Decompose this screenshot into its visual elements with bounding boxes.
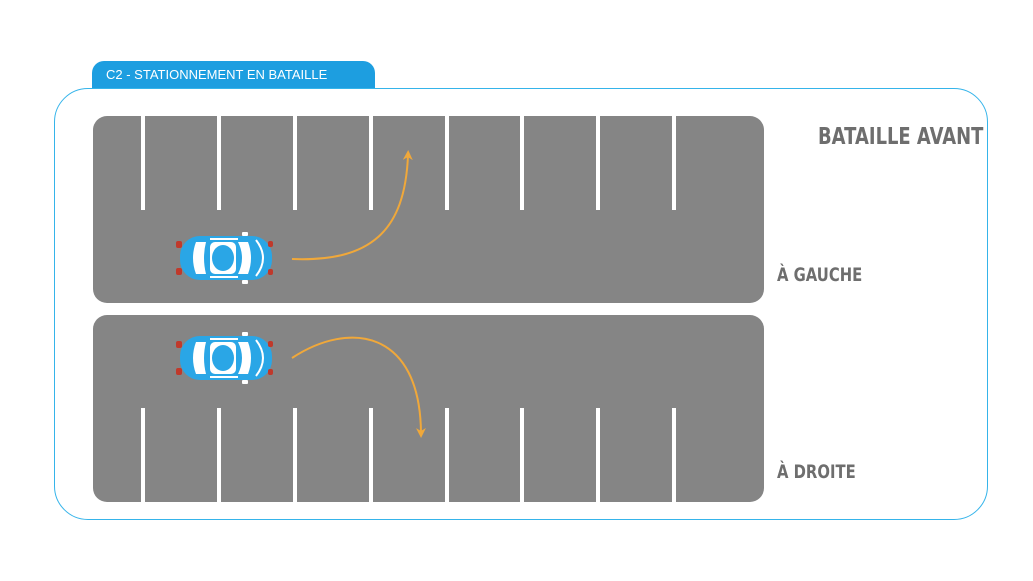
- path-arrow-right: [291, 336, 426, 438]
- diagram-title: BATAILLE AVANT: [818, 124, 984, 150]
- car-bottom: [175, 331, 274, 385]
- section-tab: C2 - STATIONNEMENT EN BATAILLE: [92, 61, 375, 88]
- car-top: [175, 231, 274, 285]
- diagram-frame: [54, 88, 988, 520]
- parking-lines-bottom: [141, 408, 676, 502]
- maneuver-label-left: À GAUCHE: [777, 264, 863, 286]
- path-arrow-left: [291, 150, 413, 261]
- parking-lines-top: [141, 116, 676, 210]
- maneuver-label-right: À DROITE: [777, 461, 856, 483]
